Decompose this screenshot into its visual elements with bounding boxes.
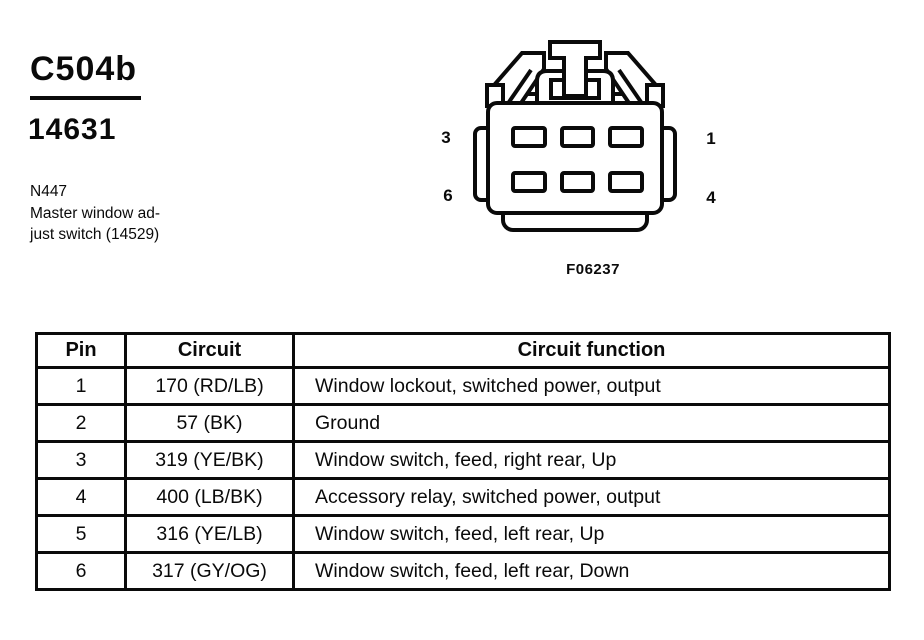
function-cell: Window switch, feed, left rear, Up <box>292 514 891 554</box>
pin-cell: 1 <box>35 366 127 406</box>
circuit-cell: 57 (BK) <box>124 403 295 443</box>
pin-cavities <box>511 126 644 193</box>
figure-id: F06237 <box>566 261 620 278</box>
function-cell: Ground <box>292 403 891 443</box>
table-row: 3 319 (YE/BK) Window switch, feed, right… <box>35 440 891 480</box>
connector-body <box>486 101 664 215</box>
function-cell: Window switch, feed, left rear, Down <box>292 551 891 591</box>
pin-label-3: 3 <box>441 128 451 147</box>
table-row: 4 400 (LB/BK) Accessory relay, switched … <box>35 477 891 517</box>
pin-cell: 6 <box>35 551 127 591</box>
table-row: 6 317 (GY/OG) Window switch, feed, left … <box>35 551 891 591</box>
pinout-table: Pin Circuit Circuit function 1 170 (RD/L… <box>35 332 891 591</box>
part-number: 14631 <box>28 113 117 146</box>
pin-cell: 5 <box>35 514 127 554</box>
col-header-pin: Pin <box>35 332 127 369</box>
connector-drawing <box>473 40 677 232</box>
connector-figure: 3 1 6 4 F06237 <box>441 40 716 278</box>
pin-label-1: 1 <box>706 129 716 148</box>
circuit-cell: 170 (RD/LB) <box>124 366 295 406</box>
component-ref-code: N447 <box>30 183 68 200</box>
component-desc-line1: Master window ad- <box>30 204 161 222</box>
component-reference: N447 Master window ad- just switch (1452… <box>30 181 160 246</box>
circuit-cell: 319 (YE/BK) <box>124 440 295 480</box>
function-cell: Window lockout, switched power, output <box>292 366 891 406</box>
pin-label-4: 4 <box>706 188 716 207</box>
pin-cell: 2 <box>35 403 127 443</box>
function-cell: Accessory relay, switched power, output <box>292 477 891 517</box>
table-row: 5 316 (YE/LB) Window switch, feed, left … <box>35 514 891 554</box>
circuit-cell: 400 (LB/BK) <box>124 477 295 517</box>
latch-t-tab <box>548 40 602 98</box>
pin-cell: 4 <box>35 477 127 517</box>
circuit-cell: 316 (YE/LB) <box>124 514 295 554</box>
table-row: 2 57 (BK) Ground <box>35 403 891 443</box>
pin-cell: 3 <box>35 440 127 480</box>
col-header-circuit-function: Circuit function <box>292 332 891 369</box>
connector-id: C504b <box>30 50 142 100</box>
table-row: 1 170 (RD/LB) Window lockout, switched p… <box>35 366 891 406</box>
component-desc-line2: just switch (14529) <box>30 226 160 243</box>
col-header-circuit: Circuit <box>124 332 295 369</box>
circuit-cell: 317 (GY/OG) <box>124 551 295 591</box>
function-cell: Window switch, feed, right rear, Up <box>292 440 891 480</box>
table-header-row: Pin Circuit Circuit function <box>35 332 891 369</box>
pin-label-6: 6 <box>443 186 453 205</box>
